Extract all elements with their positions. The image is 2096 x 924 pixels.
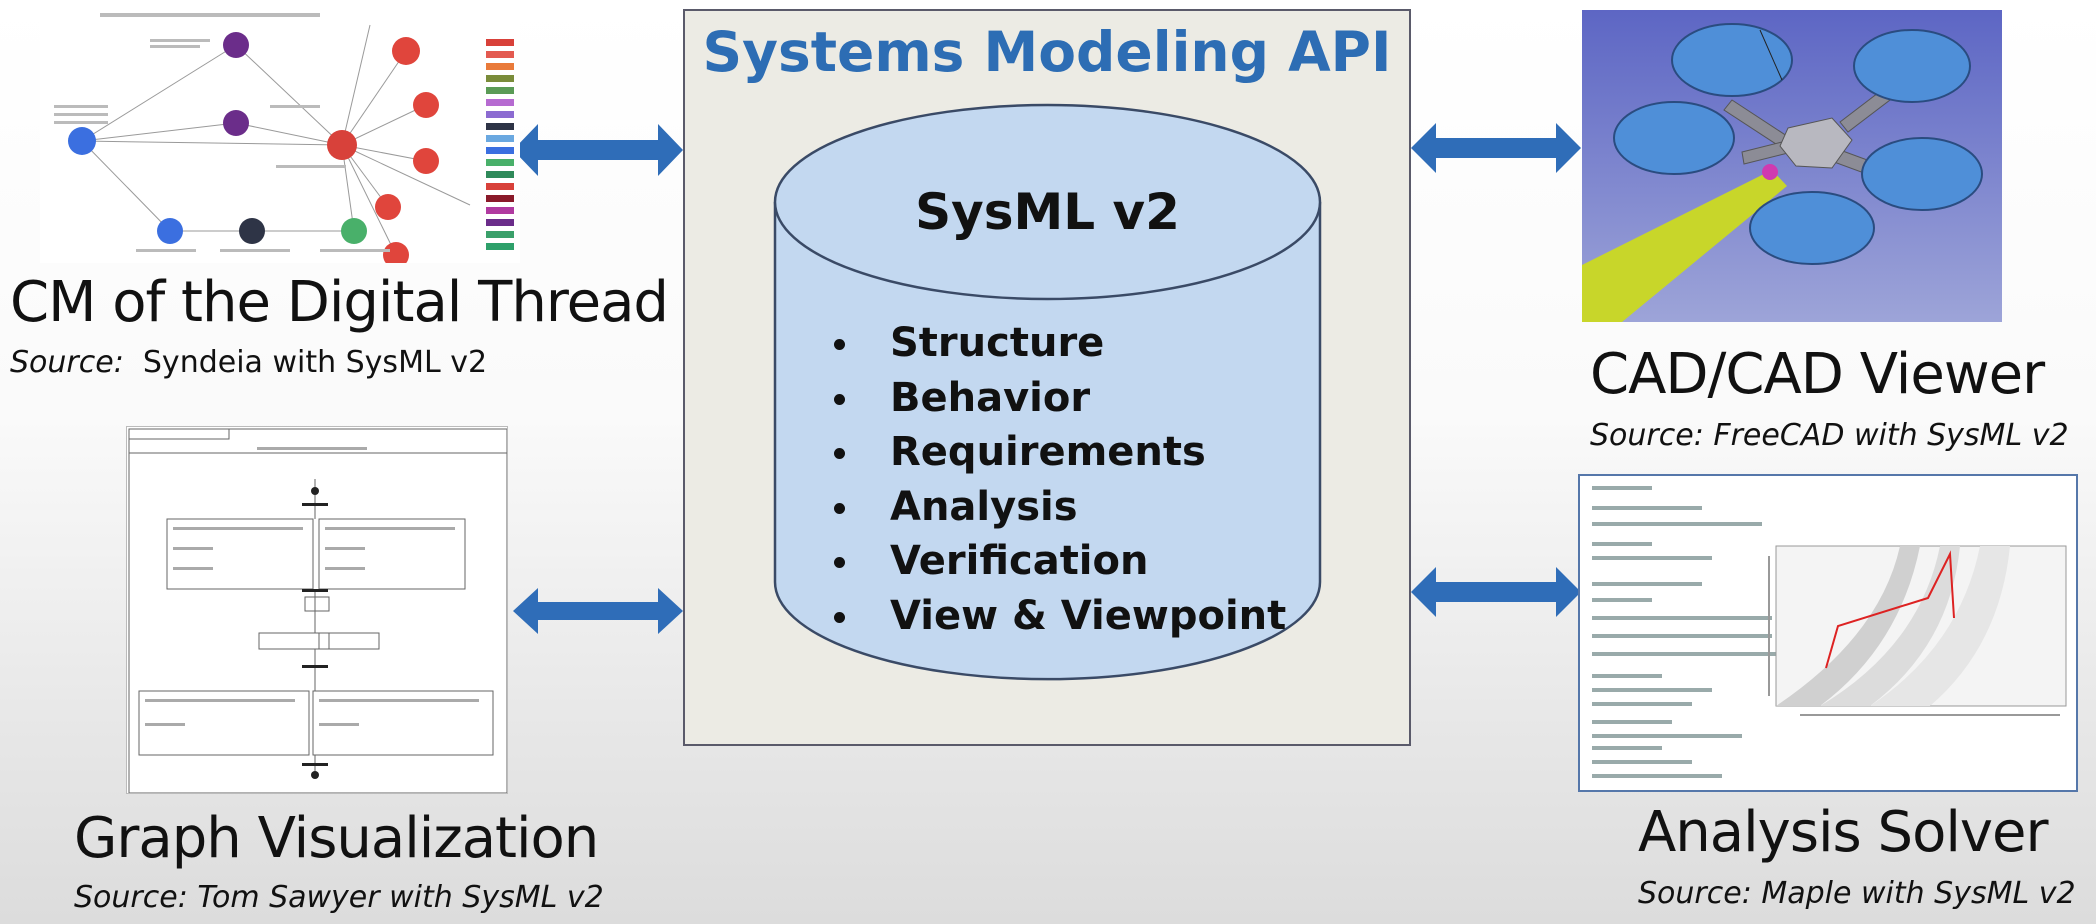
arrow-top-left xyxy=(513,124,683,176)
feature-item: Structure xyxy=(830,316,1286,371)
database-label: SysML v2 xyxy=(915,183,1180,241)
activity-diagram-thumbnail xyxy=(126,426,508,794)
feature-list: Structure Behavior Requirements Analysis… xyxy=(830,316,1286,643)
panel-source-cad-viewer: Source: FreeCAD with SysML v2 xyxy=(1590,418,2069,453)
panel-source-digital-thread: Source: Syndeia with SysML v2 xyxy=(10,345,487,380)
feature-item: Requirements xyxy=(830,425,1286,480)
maple-worksheet-image xyxy=(1592,486,2067,778)
source-prefix: Source: xyxy=(10,345,124,380)
arrow-bottom-right xyxy=(1411,567,1581,617)
feature-item: View & Viewpoint xyxy=(830,589,1286,644)
source-text: Syndeia with SysML v2 xyxy=(142,345,488,380)
panel-title-cad-viewer: CAD/CAD Viewer xyxy=(1590,342,2045,407)
legend-swatches xyxy=(486,39,514,250)
graph-network-image xyxy=(54,13,514,263)
solver-plot xyxy=(1768,545,2067,716)
feature-item: Analysis xyxy=(830,480,1286,535)
panel-source-analysis-solver: Source: Maple with SysML v2 xyxy=(1638,876,2076,911)
sysml-database-cylinder xyxy=(773,103,1322,681)
api-title: Systems Modeling API xyxy=(702,20,1392,84)
quadcopter-cad-image xyxy=(1582,10,2002,322)
analysis-solver-thumbnail xyxy=(1578,474,2078,792)
cad-viewer-thumbnail xyxy=(1582,10,2002,322)
arrow-top-right xyxy=(1411,123,1581,173)
feature-item: Behavior xyxy=(830,371,1286,426)
arrow-bottom-left xyxy=(513,588,683,634)
digital-thread-graph-thumbnail xyxy=(40,5,520,263)
panel-source-graph-visualization: Source: Tom Sawyer with SysML v2 xyxy=(74,880,604,915)
activity-diagram-image xyxy=(128,428,507,793)
panel-title-analysis-solver: Analysis Solver xyxy=(1638,800,2049,865)
panel-title-graph-visualization: Graph Visualization xyxy=(74,806,599,871)
panel-title-digital-thread: CM of the Digital Thread xyxy=(10,270,669,335)
feature-item: Verification xyxy=(830,534,1286,589)
